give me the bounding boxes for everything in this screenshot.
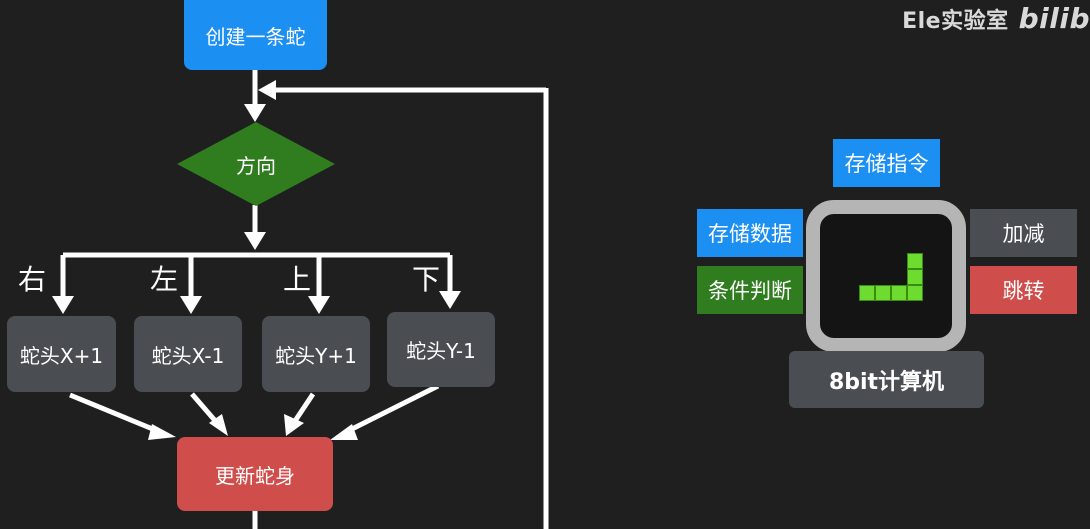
arrowhead-decision: [244, 104, 266, 122]
jump-box: 跳转: [970, 266, 1077, 314]
condition-box: 条件判断: [697, 266, 803, 314]
decision-label: 方向: [236, 153, 276, 178]
computer-screen-frame: [806, 200, 966, 352]
store-instruction-box: 存储指令: [833, 139, 940, 187]
pixel-block: [907, 269, 923, 285]
arrowhead-bar: [244, 232, 266, 250]
direction-label-left: 左: [150, 263, 179, 296]
update-body-box: 更新蛇身: [177, 437, 333, 511]
direction-label-up: 上: [283, 263, 312, 296]
pixel-block: [891, 285, 907, 301]
action-box-head-y-plus: 蛇头Y+1: [262, 316, 370, 392]
arrowhead-loop: [258, 80, 276, 100]
add-subtract-box: 加减: [970, 209, 1077, 257]
direction-label-right: 右: [18, 263, 47, 296]
store-data-box: 存储数据: [697, 209, 803, 257]
pixel-block: [907, 253, 923, 269]
watermark: Ele实验室 bilib: [902, 2, 1090, 35]
action-box-head-x-minus: 蛇头X-1: [134, 316, 242, 392]
start-box: 创建一条蛇: [184, 0, 327, 70]
direction-label-down: 下: [412, 263, 441, 296]
watermark-text: Ele实验室: [902, 8, 1009, 34]
computer-label: 8bit计算机: [789, 351, 984, 408]
pixel-block: [907, 285, 923, 301]
pixel-block: [875, 285, 891, 301]
bilibili-logo: bilib: [1018, 2, 1090, 35]
decision-diamond: [177, 122, 335, 206]
action-box-head-x-plus: 蛇头X+1: [7, 316, 116, 392]
action-box-head-y-minus: 蛇头Y-1: [387, 312, 495, 387]
pixel-block: [859, 285, 875, 301]
